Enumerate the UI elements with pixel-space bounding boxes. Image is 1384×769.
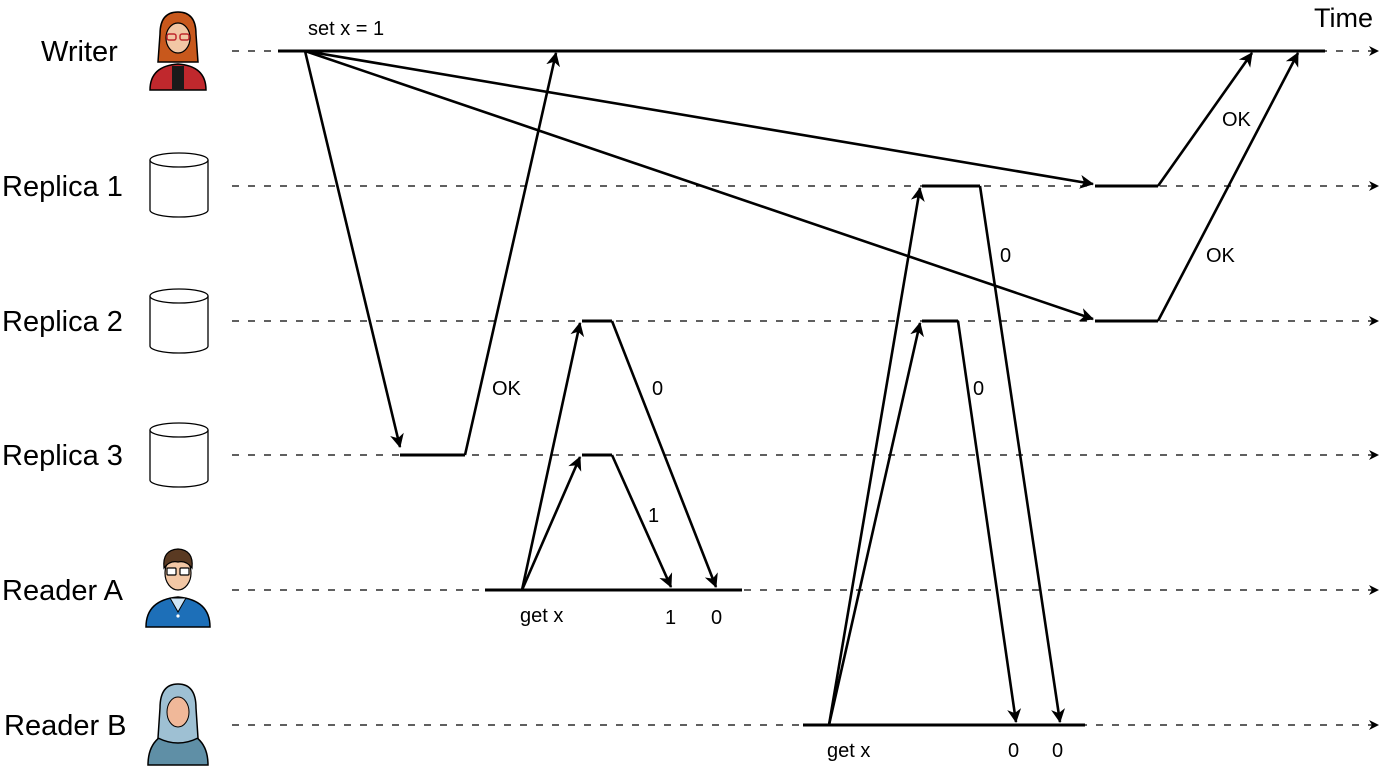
reader-a-op-label: get x [520,605,563,627]
write-to-replica-1 [304,49,1094,189]
reader-b-response-2: 0 [1052,740,1063,762]
participant-label-replica-1: Replica 1 [2,171,123,203]
reader-a-read-to-replica-3 [520,456,582,591]
reply-label-replica-1-to-b: 0 [1000,245,1011,267]
replica-2-reply-to-reader-b [956,320,1022,723]
replica-1-reply-to-reader-b [978,185,1066,723]
database-cylinder-icon [149,422,209,488]
write-to-replica-2 [304,49,1094,322]
reply-label-replica-2-to-b: 0 [973,378,984,400]
ack-from-replica-1 [1156,52,1254,187]
participant-label-reader-b: Reader B [4,710,127,742]
participant-label-writer: Writer [41,36,118,68]
writer-op-label: set x = 1 [308,18,384,40]
reader-a-response-2: 0 [711,607,722,629]
reader-a-read-to-replica-2 [520,322,585,591]
reader-b-read-to-replica-2 [827,322,924,726]
time-axis-label: Time [1314,3,1373,33]
database-cylinder-icon [149,152,209,218]
messages [303,49,1300,726]
participant-label-reader-a: Reader A [2,575,124,607]
lanes [232,46,1379,730]
participant-label-replica-3: Replica 3 [2,440,123,472]
participant-label-replica-2: Replica 2 [2,306,123,338]
reader-b-read-to-replica-1 [827,187,925,726]
ack-label-replica-3: OK [492,378,522,400]
database-cylinder-icon [149,288,209,354]
write-to-replica-3 [303,50,404,448]
reply-label-replica-3-to-a: 1 [648,505,659,527]
reply-label-replica-2-to-a: 0 [652,378,663,400]
reader-b-op-label: get x [827,740,870,762]
replica-3-reply-to-reader-a [610,454,673,588]
reader-a-response-1: 1 [665,607,676,629]
reader-woman-hijab-icon [147,683,209,766]
ack-label-replica-1: OK [1222,109,1252,131]
active-segments [278,49,1325,727]
writer-woman-icon [149,11,207,91]
replica-2-reply-to-reader-a [610,320,718,588]
reader-man-icon [145,548,211,628]
ack-label-replica-2: OK [1206,245,1236,267]
ack-from-replica-2 [1156,52,1300,322]
ack-from-replica-3 [463,52,560,456]
reader-b-response-1: 0 [1008,740,1019,762]
